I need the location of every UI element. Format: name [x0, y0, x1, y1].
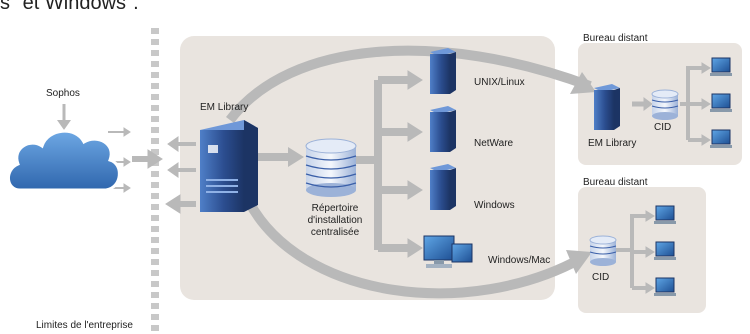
- windows-label: Windows: [474, 200, 515, 211]
- company-boundary-label: Limites de l'entreprise: [36, 320, 133, 331]
- remote1-computer-icons: [710, 57, 732, 148]
- sophos-label: Sophos: [46, 88, 80, 99]
- em-library-server-icon: [200, 120, 258, 212]
- remote2-arrows: [616, 210, 655, 294]
- page-heading-fragment: s "et Windows".: [0, 0, 139, 14]
- remote-office-1-label: Bureau distant: [583, 33, 648, 44]
- windows-server-icon: [430, 164, 456, 210]
- cloud-icon: [7, 129, 121, 192]
- unix-linux-label: UNIX/Linux: [474, 77, 525, 88]
- curve-arrowhead-remote-1: [570, 72, 596, 94]
- cid-database-icon-1: [651, 89, 679, 120]
- unix-linux-server-icon: [430, 48, 456, 94]
- netware-label: NetWare: [474, 138, 514, 149]
- repertoire-database-icon: [305, 138, 357, 197]
- windows-mac-label: Windows/Mac: [488, 255, 551, 266]
- curve-arrowhead-remote-2: [566, 250, 592, 274]
- netware-server-icon: [430, 106, 456, 152]
- curve-arrow-to-remote-2: [243, 197, 585, 299]
- distribution-tree: [356, 70, 423, 258]
- cid-label-1: CID: [654, 122, 672, 133]
- em-library-label: EM Library: [200, 102, 249, 113]
- em-to-repo-arrowhead: [288, 147, 304, 167]
- windows-mac-workstation-icon: [423, 235, 473, 268]
- remote-office-2-label: Bureau distant: [583, 177, 648, 188]
- remote1-arrows: [632, 62, 711, 146]
- remote-em-library-server-icon: [594, 84, 620, 130]
- repertoire-label: Répertoire d'installation centralisée: [307, 203, 363, 238]
- sophos-down-arrowhead: [57, 120, 71, 130]
- cid-label-2: CID: [592, 272, 610, 283]
- cid-database-icon-2: [589, 235, 617, 266]
- remote-em-library-label: EM Library: [588, 138, 637, 149]
- boundary-arrows: [132, 136, 196, 214]
- curve-arrow-to-remote-1: [226, 45, 592, 124]
- remote2-computer-icons: [654, 205, 676, 296]
